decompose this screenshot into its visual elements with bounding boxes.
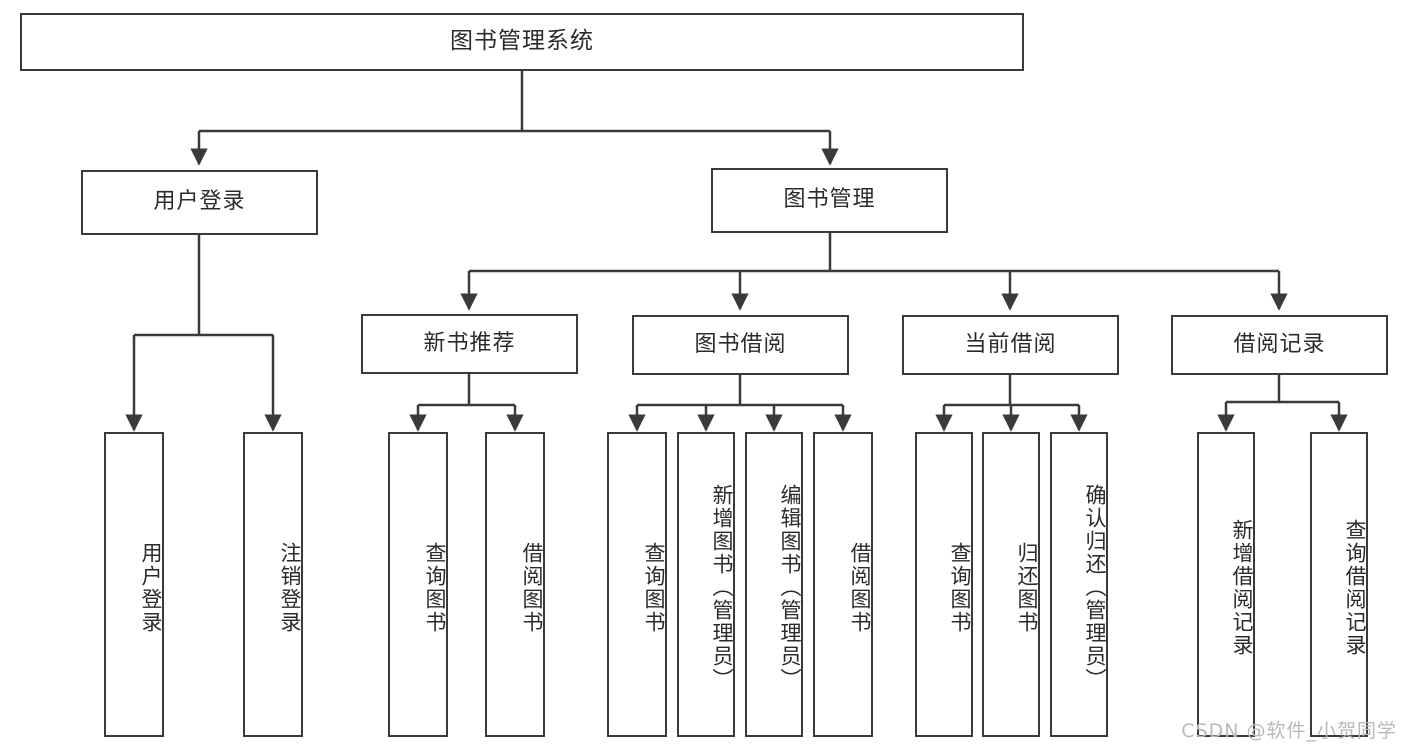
leaf-borrow-record-query[interactable]: 查询借阅记录 [1310, 432, 1368, 737]
node-book-management[interactable]: 图书管理 [711, 168, 948, 233]
leaf-label: 查询图书 [642, 541, 666, 634]
node-user-login[interactable]: 用户登录 [81, 170, 318, 235]
leaf-label: 新增借阅记录 [1230, 518, 1254, 657]
leaf-label: 借阅图书 [520, 541, 544, 634]
leaf-book-borrow-add[interactable]: 新增图书（管理员） [677, 432, 735, 737]
node-book-borrow[interactable]: 图书借阅 [632, 315, 849, 375]
leaf-label: 查询图书 [423, 541, 447, 634]
leaf-new-book-query[interactable]: 查询图书 [388, 432, 448, 737]
leaf-label: 注销登录 [278, 541, 302, 634]
leaf-book-borrow-borrow[interactable]: 借阅图书 [813, 432, 873, 737]
leaf-label: 借阅图书 [848, 541, 872, 634]
node-root-system[interactable]: 图书管理系统 [20, 13, 1024, 71]
watermark-text: CSDN @软件_小贺同学 [1181, 720, 1397, 742]
leaf-user-login-signin[interactable]: 用户登录 [104, 432, 164, 737]
leaf-borrow-record-add[interactable]: 新增借阅记录 [1197, 432, 1255, 737]
leaf-book-borrow-edit[interactable]: 编辑图书（管理员） [745, 432, 803, 737]
leaf-label: 新增图书（管理员） [710, 484, 734, 691]
leaf-label: 查询借阅记录 [1343, 518, 1367, 657]
leaf-user-login-signout[interactable]: 注销登录 [243, 432, 303, 737]
leaf-label: 查询图书 [948, 541, 972, 634]
leaf-label: 用户登录 [139, 541, 163, 634]
node-borrow-record[interactable]: 借阅记录 [1171, 315, 1388, 375]
leaf-label: 编辑图书（管理员） [778, 484, 802, 691]
node-new-book-recommend[interactable]: 新书推荐 [361, 314, 578, 374]
leaf-current-borrow-query[interactable]: 查询图书 [915, 432, 973, 737]
node-current-borrow[interactable]: 当前借阅 [902, 315, 1119, 375]
leaf-new-book-borrow[interactable]: 借阅图书 [485, 432, 545, 737]
leaf-label: 确认归还（管理员） [1083, 484, 1107, 691]
leaf-current-borrow-confirm-return[interactable]: 确认归还（管理员） [1050, 432, 1108, 737]
leaf-label: 归还图书 [1015, 541, 1039, 634]
leaf-book-borrow-query[interactable]: 查询图书 [607, 432, 667, 737]
leaf-current-borrow-return[interactable]: 归还图书 [982, 432, 1040, 737]
